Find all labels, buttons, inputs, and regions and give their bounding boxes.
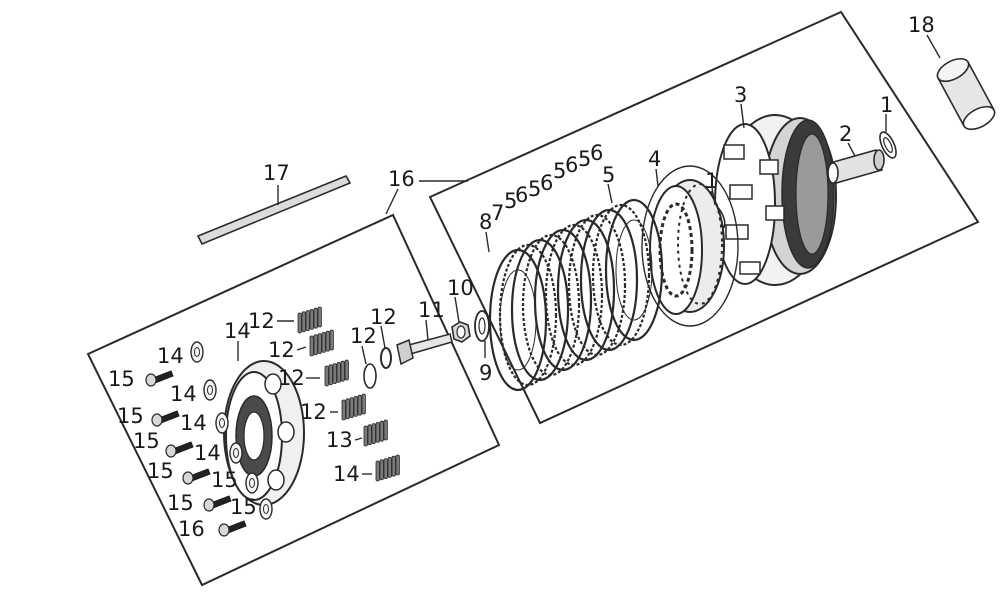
callout-14-f: 15 bbox=[230, 495, 257, 519]
pressure-plate-frame bbox=[86, 213, 501, 587]
spring-washer bbox=[363, 363, 377, 389]
thrust-washer-outer bbox=[879, 131, 897, 159]
bolt bbox=[165, 441, 194, 458]
callout-15-a: 15 bbox=[108, 367, 135, 391]
callout-5-a: 5 bbox=[602, 163, 615, 187]
callout-14-e: 15 bbox=[211, 468, 238, 492]
callout-15-e: 15 bbox=[167, 491, 194, 515]
callout-14-d: 14 bbox=[194, 441, 221, 465]
pressure-plate-washers bbox=[190, 341, 273, 520]
push-rod bbox=[196, 174, 352, 246]
callout-6-d: 6 bbox=[515, 183, 528, 207]
lock-washer bbox=[474, 310, 490, 342]
callout-6-b: 6 bbox=[565, 153, 578, 177]
washer bbox=[203, 379, 217, 401]
callout-11: 12 bbox=[350, 324, 377, 348]
callout-12-c: 12 bbox=[278, 366, 305, 390]
callout-5-b: 5 bbox=[578, 147, 591, 171]
callout-6-e: 7 bbox=[491, 201, 504, 225]
callout-8: 10 bbox=[447, 276, 474, 300]
callout-12-a: 12 bbox=[248, 309, 275, 333]
callout-6-a: 6 bbox=[590, 141, 603, 165]
clutch-spring bbox=[309, 329, 334, 357]
clutch-spring bbox=[375, 454, 400, 482]
pressure-plate-bolts bbox=[145, 370, 247, 537]
washer bbox=[259, 498, 273, 520]
clutch-plate-stack bbox=[488, 198, 664, 392]
lifter-bolt bbox=[396, 333, 453, 366]
callout-14-c: 14 bbox=[180, 411, 207, 435]
washer bbox=[229, 442, 243, 464]
needle-bearing bbox=[936, 57, 996, 131]
callout-5-d: 5 bbox=[528, 177, 541, 201]
callout-18: 18 bbox=[908, 13, 935, 37]
callout-16: 16 bbox=[388, 167, 415, 191]
callout-12-b: 12 bbox=[268, 338, 295, 362]
bolt bbox=[203, 495, 232, 512]
callout-7: 9 bbox=[479, 361, 492, 385]
callout-5-c: 5 bbox=[553, 159, 566, 183]
callout-15-c: 15 bbox=[133, 429, 160, 453]
callout-14-a: 14 bbox=[157, 344, 184, 368]
callout-3: 3 bbox=[734, 83, 747, 107]
callout-12-d: 12 bbox=[300, 400, 327, 424]
clutch-hub bbox=[641, 165, 739, 327]
callout-12-e: 13 bbox=[326, 428, 353, 452]
callout-14-b: 14 bbox=[170, 382, 197, 406]
washer bbox=[245, 472, 259, 494]
bolt bbox=[151, 410, 180, 427]
callout-13: 14 bbox=[224, 319, 251, 343]
callout-1-washer-right: 1 bbox=[880, 93, 893, 117]
leader-lines bbox=[237, 34, 941, 475]
callout-15-b: 15 bbox=[117, 404, 144, 428]
hub-nut bbox=[451, 321, 471, 343]
callout-5-f: 8 bbox=[479, 210, 492, 234]
bearing-washer bbox=[380, 347, 392, 369]
callout-15-d: 15 bbox=[147, 459, 174, 483]
callout-5-e: 5 bbox=[504, 189, 517, 213]
clutch-spring bbox=[341, 393, 366, 421]
pressure-plate bbox=[223, 360, 305, 506]
bolt bbox=[145, 370, 174, 387]
clutch-spring bbox=[324, 359, 349, 387]
callout-12-f: 14 bbox=[333, 462, 360, 486]
bolt bbox=[218, 520, 247, 537]
callout-labels: 1 1 2 3 4 5 6 5 6 5 6 5 6 5 7 8 9 10 11 … bbox=[108, 13, 935, 541]
callout-10: 12 bbox=[370, 305, 397, 329]
clutch-springs bbox=[297, 306, 400, 482]
callout-17: 17 bbox=[263, 161, 290, 185]
washer bbox=[215, 412, 229, 434]
clutch-spring bbox=[363, 419, 388, 447]
bolt bbox=[182, 468, 211, 485]
spacer-sleeve bbox=[827, 149, 885, 184]
callout-2: 2 bbox=[839, 122, 852, 146]
clutch-spring bbox=[297, 306, 322, 334]
callout-15-f: 16 bbox=[178, 517, 205, 541]
callout-9: 11 bbox=[418, 298, 445, 322]
callout-6-c: 6 bbox=[540, 171, 553, 195]
washer bbox=[190, 341, 204, 363]
clutch-outer-basket bbox=[714, 114, 837, 286]
callout-1-washer-left: 1 bbox=[705, 169, 718, 193]
callout-4: 4 bbox=[648, 147, 661, 171]
